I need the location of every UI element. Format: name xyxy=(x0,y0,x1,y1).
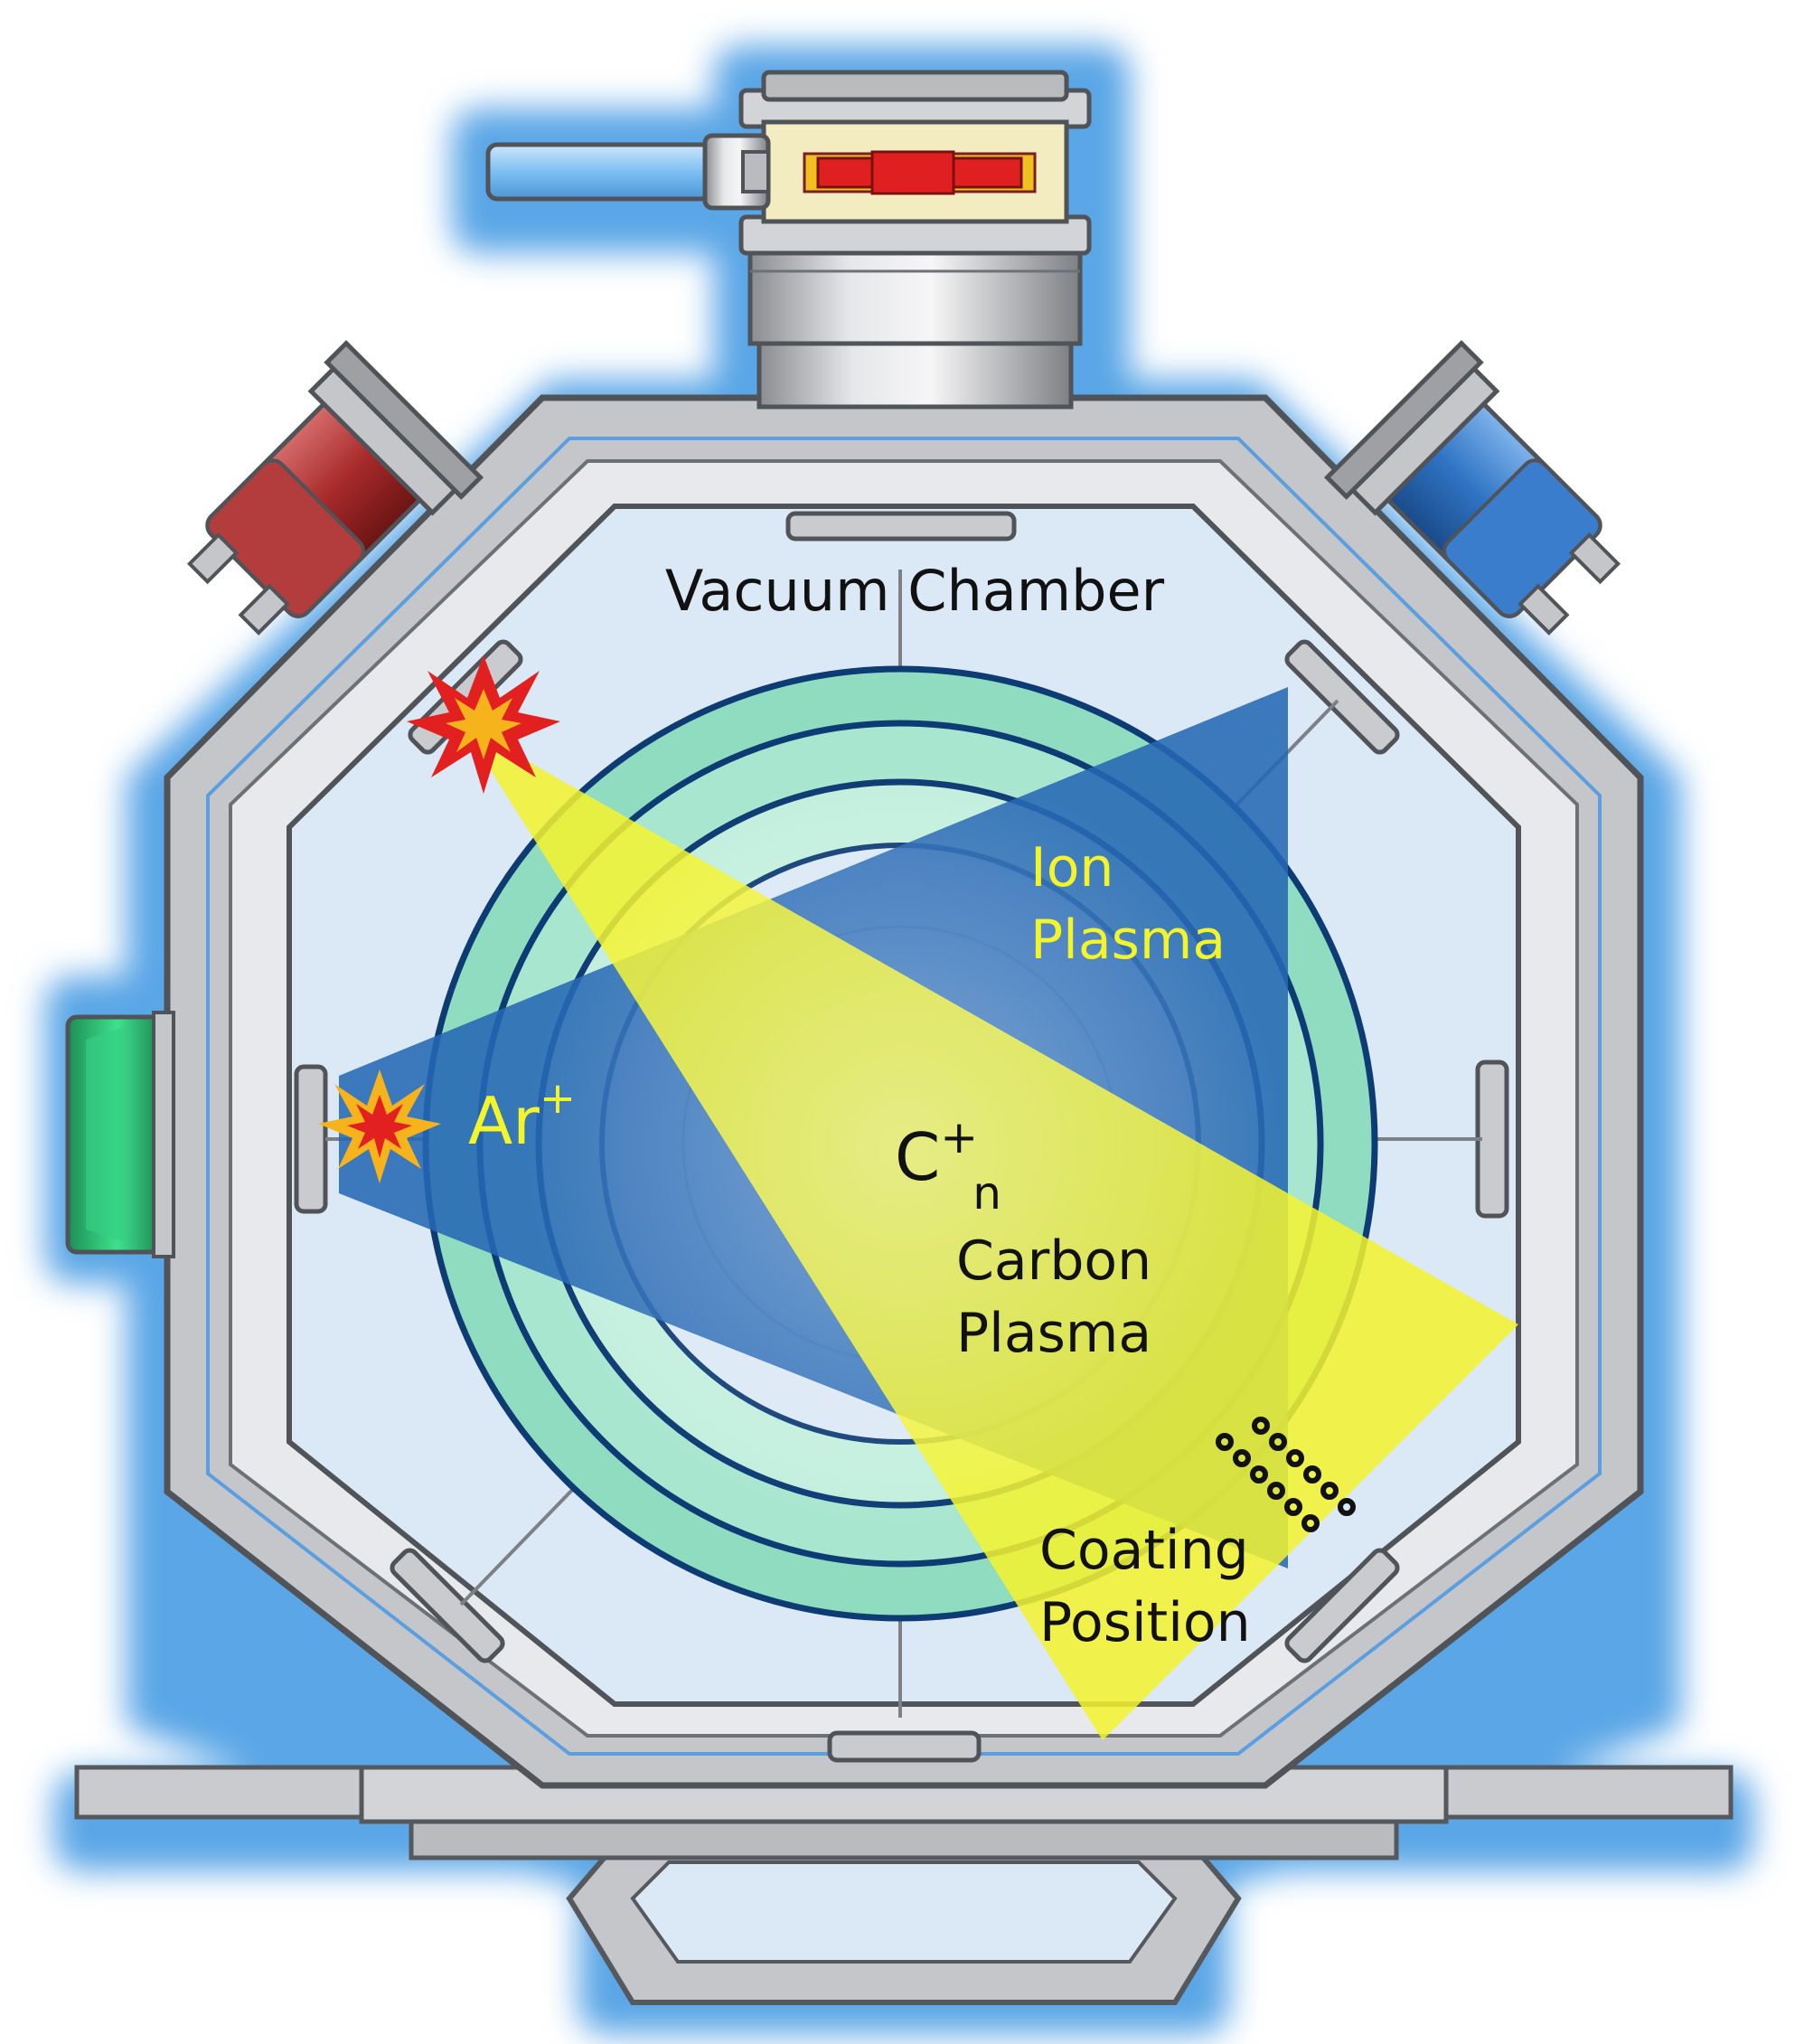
label-carbon-plasma-line2: Plasma xyxy=(956,1302,1151,1365)
label-carbon-ion: C+n xyxy=(895,1111,1001,1220)
label-ion-plasma-line2: Plasma xyxy=(1030,909,1226,972)
argon-source-spark-icon xyxy=(318,1069,441,1183)
blue-cathode-source xyxy=(1323,340,1621,636)
argon-ion-symbol: Ar xyxy=(468,1083,540,1159)
carbon-ion-subscript: n xyxy=(972,1167,1001,1220)
carbon-ion-symbol: C xyxy=(895,1119,940,1195)
substrate-holder xyxy=(1252,1417,1270,1435)
argon-ion-charge: + xyxy=(540,1073,576,1124)
label-argon-ion: Ar+ xyxy=(468,1073,576,1159)
substrate-holder xyxy=(1269,1433,1287,1451)
diagram-labels: Vacuum Chamber Ion Plasma Ar+ C+n Carbon… xyxy=(468,558,1251,1654)
label-coating-position-line2: Position xyxy=(1039,1591,1251,1654)
carbon-source-spark-icon xyxy=(407,655,560,794)
label-vacuum-chamber: Vacuum Chamber xyxy=(665,558,1165,624)
green-side-port xyxy=(65,1011,175,1258)
substrate-holder xyxy=(1286,1449,1304,1467)
chamber-stand xyxy=(74,1765,1734,2005)
substrate-holder xyxy=(1320,1482,1339,1500)
carbon-ion-charge: + xyxy=(940,1111,978,1163)
substrate-holder xyxy=(1267,1482,1285,1500)
substrate-holder xyxy=(1284,1498,1302,1516)
red-cathode-source xyxy=(186,340,484,636)
substrate-holder xyxy=(1303,1465,1321,1484)
substrate-holder xyxy=(1250,1465,1268,1484)
substrate-holder xyxy=(1233,1449,1251,1467)
interior-ports xyxy=(294,511,1509,1763)
gas-inlet-pipe xyxy=(485,133,771,211)
substrate-holder xyxy=(1216,1433,1234,1451)
label-carbon-plasma-line1: Carbon xyxy=(956,1229,1151,1293)
substrate-holder xyxy=(1338,1498,1356,1516)
label-ion-plasma-line1: Ion xyxy=(1030,836,1113,900)
plasma-haze xyxy=(524,768,1283,1528)
top-pump-port xyxy=(738,70,1092,410)
coating-substrate-dots xyxy=(1216,1417,1356,1532)
label-coating-position-line1: Coating xyxy=(1039,1519,1249,1582)
substrate-holder xyxy=(1301,1514,1320,1532)
